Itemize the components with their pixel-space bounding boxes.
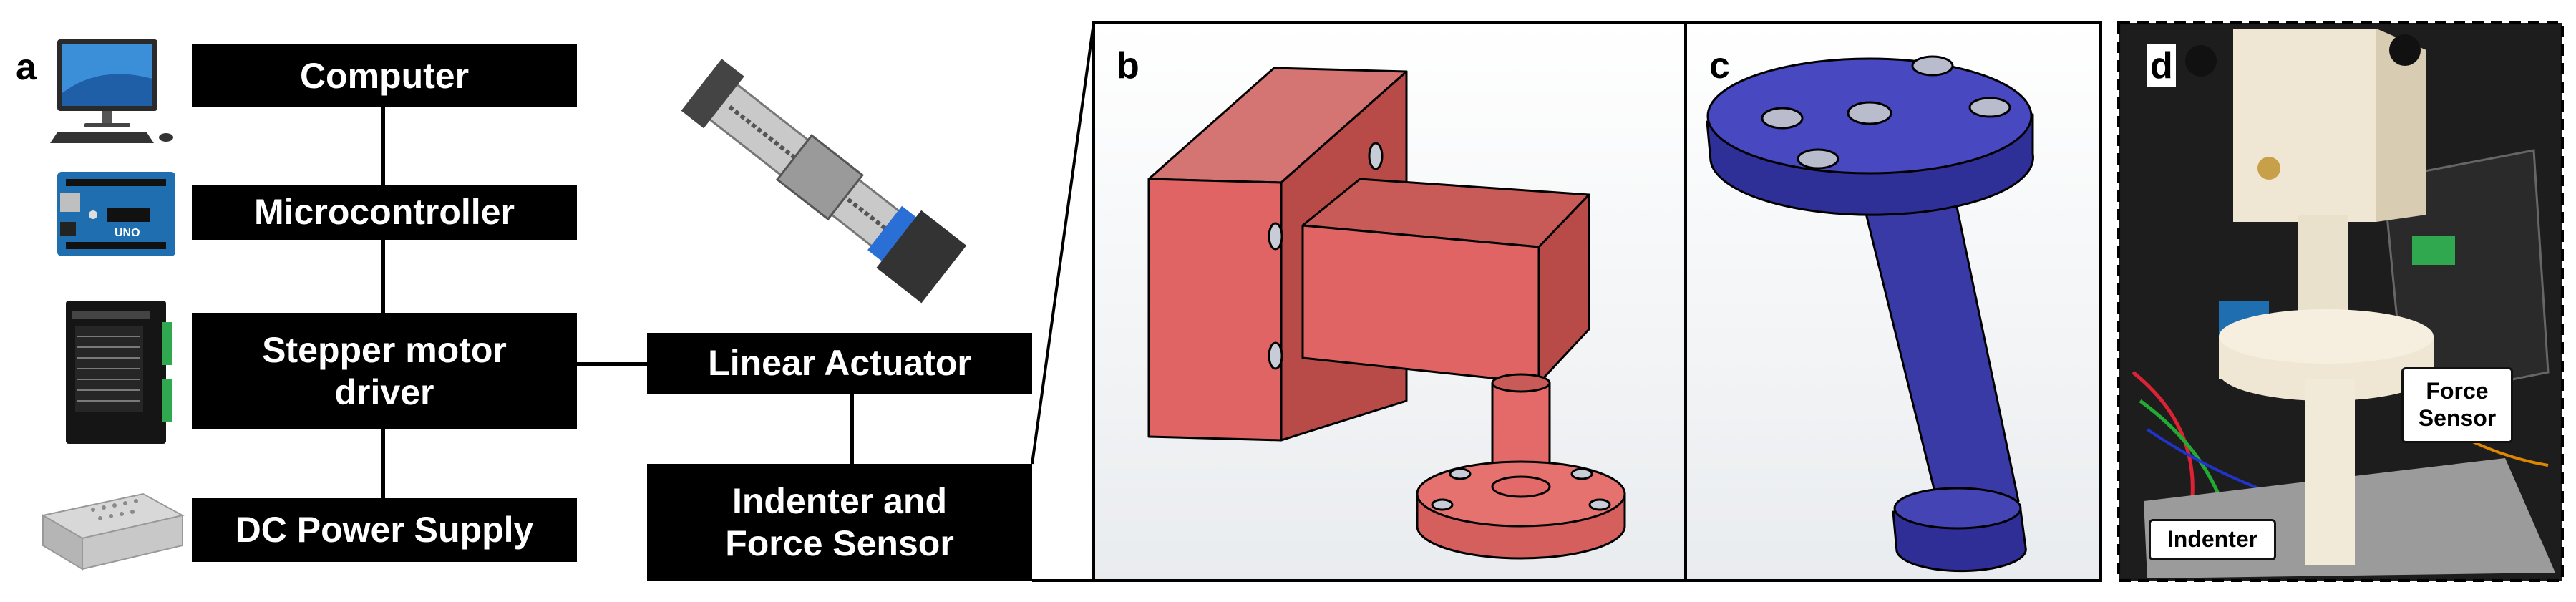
computer-block: Computer [192,44,577,107]
power-supply-block: DC Power Supply [192,498,577,562]
force-sensor-callout: Force Sensor [2401,367,2513,443]
power-supply-label: DC Power Supply [235,510,534,550]
indenter-callout: Indenter [2149,519,2276,560]
microcontroller-label: Microcontroller [254,192,515,232]
panel-label-b: b [1117,45,1139,87]
connector-driver-power [381,429,385,498]
panel-label-c: c [1709,45,1730,87]
connector-actuator-indenter [850,394,854,464]
panel-label-d: d [2147,44,2176,87]
connector-driver-actuator [577,362,647,366]
stepper-label-line1: Stepper motor [262,329,507,370]
stepper-driver-block: Stepper motor driver [192,313,577,429]
force-sensor-line1: Force [2426,378,2489,404]
linear-actuator-label: Linear Actuator [708,343,971,383]
microcontroller-block: Microcontroller [192,185,577,240]
indenter-label-line1: Indenter and [732,480,948,521]
panel-label-a: a [16,47,37,88]
computer-label: Computer [299,55,470,96]
stepper-label-line2: driver [334,372,434,412]
indenter-label-line2: Force Sensor [725,523,954,563]
force-sensor-line2: Sensor [2418,405,2497,431]
connector-computer-micro [381,107,385,185]
indenter-callout-label: Indenter [2167,526,2258,553]
indenter-force-block: Indenter and Force Sensor [647,464,1032,581]
svg-text:UNO: UNO [115,227,140,239]
linear-actuator-block: Linear Actuator [647,333,1032,394]
connector-micro-driver [381,240,385,313]
